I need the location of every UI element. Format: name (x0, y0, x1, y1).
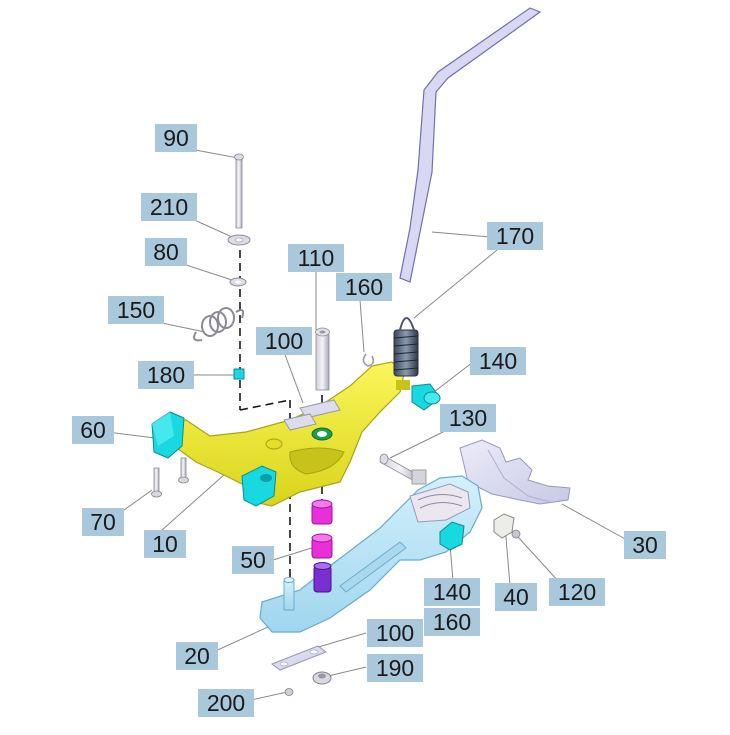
shoulder-bolt-110 (315, 327, 330, 391)
callout-110: 110 (288, 244, 344, 272)
pin-130 (379, 453, 427, 485)
callout-20: 20 (176, 642, 218, 670)
bolt-90 (234, 153, 244, 229)
plate-100-lower (270, 645, 328, 671)
callout-70: 70 (82, 508, 124, 536)
callout-40: 40 (495, 583, 537, 611)
fork-plate-30 (459, 439, 571, 505)
callout-140-lower: 140 (424, 578, 480, 606)
spring-150 (193, 307, 245, 342)
shift-rod-170 (399, 7, 542, 283)
callout-160-lower: 160 (424, 608, 480, 636)
callout-160-upper: 160 (336, 273, 392, 301)
callout-100-lower: 100 (367, 619, 423, 647)
callout-210: 210 (141, 193, 197, 221)
callout-80: 80 (145, 238, 187, 266)
roller-140-upper (411, 383, 441, 411)
callout-100-upper: 100 (256, 327, 312, 355)
plate-100-upper (283, 399, 341, 431)
callout-120: 120 (549, 578, 605, 606)
bushings-50 (311, 499, 333, 593)
clip-60 (151, 411, 277, 507)
screws-70 (151, 457, 189, 498)
slider-40 (493, 513, 515, 539)
circlip-160 (362, 353, 375, 367)
nut-190 (312, 671, 332, 685)
base-bracket-20 (259, 475, 483, 633)
roller-140-lower (439, 521, 465, 551)
leader-lines (106, 148, 628, 702)
nut-120 (511, 529, 521, 539)
callout-150: 150 (108, 296, 164, 324)
nut-200 (284, 688, 294, 696)
callout-50: 50 (232, 546, 274, 574)
callout-190: 190 (367, 654, 423, 682)
washer-80 (229, 277, 247, 287)
callout-60: 60 (72, 416, 114, 444)
clip-180 (233, 368, 245, 380)
callout-30: 30 (624, 531, 666, 559)
tension-spring (393, 317, 419, 377)
callout-180: 180 (138, 361, 194, 389)
callout-170: 170 (487, 222, 543, 250)
callout-140-upper: 140 (470, 347, 526, 375)
washer-210 (227, 234, 251, 246)
callout-10: 10 (144, 530, 186, 558)
callout-130: 130 (440, 404, 496, 432)
lever-10 (159, 361, 410, 507)
callout-90: 90 (155, 124, 197, 152)
callout-200: 200 (198, 689, 254, 717)
